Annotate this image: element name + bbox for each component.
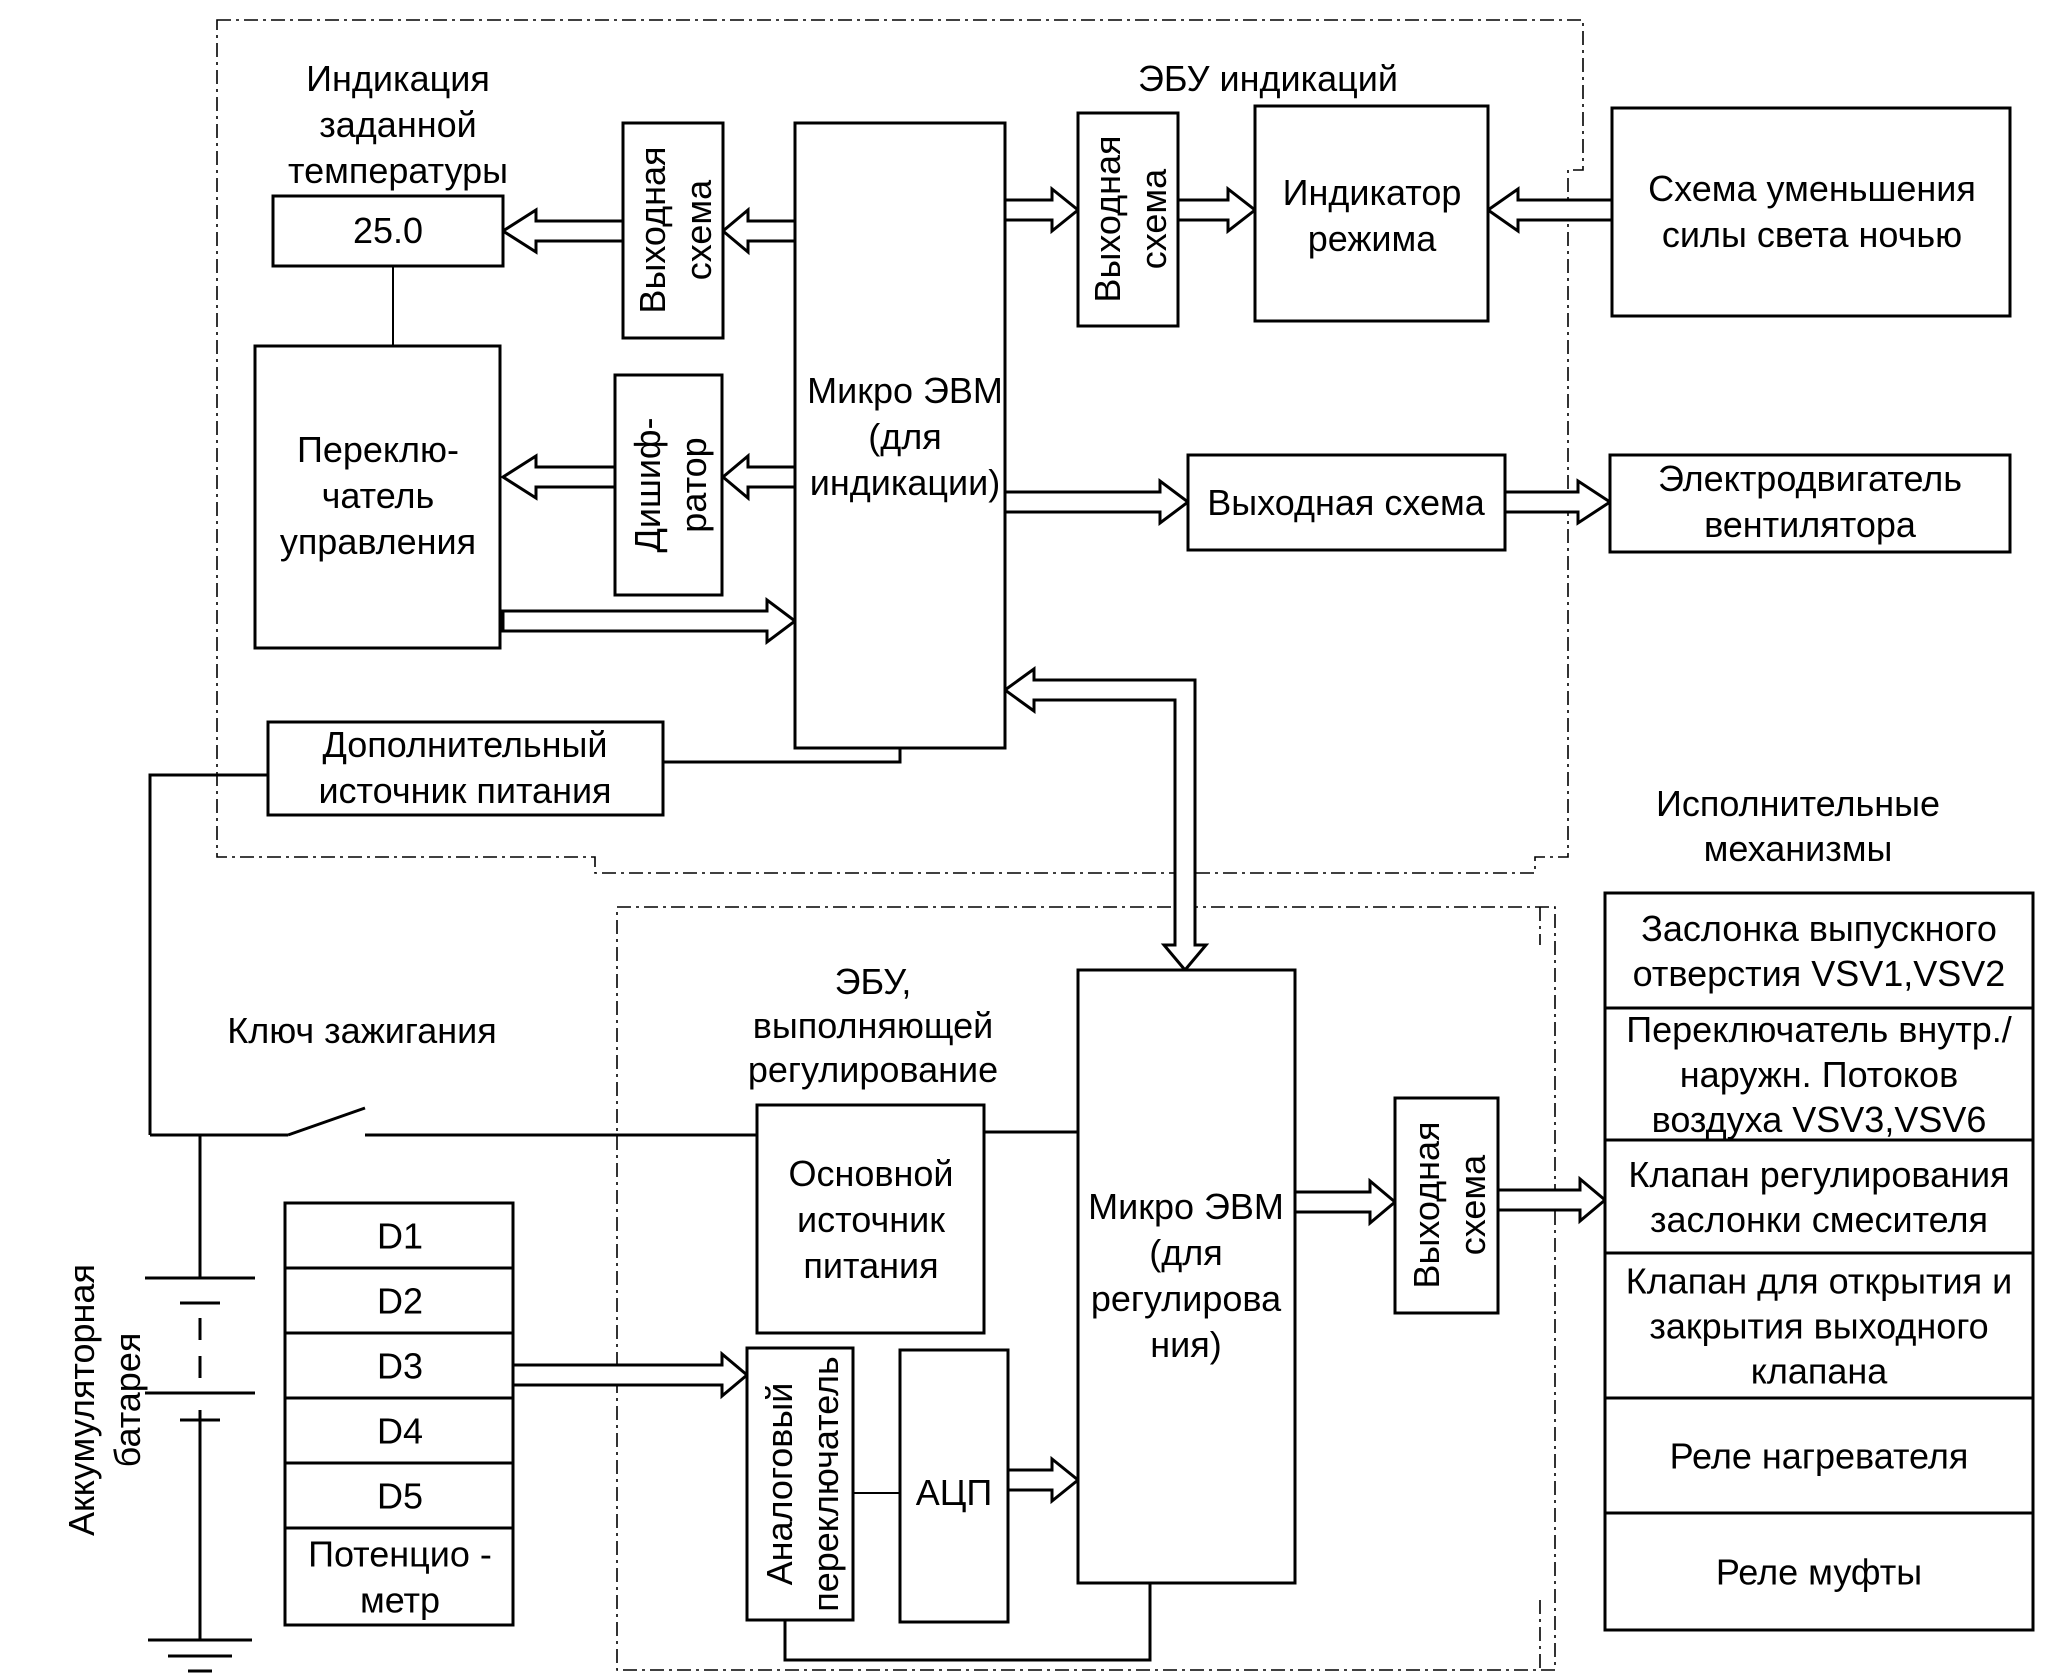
- micro-computer-display: [793, 121, 1007, 750]
- actuator-label: Реле муфты: [1716, 1552, 1922, 1593]
- sensor-cell: [283, 1396, 515, 1465]
- arrow-to-decoder: [720, 452, 797, 502]
- ecu-display-boundary: [216, 19, 1584, 874]
- adc: [898, 1348, 1010, 1624]
- micro-computer-control: [1076, 968, 1297, 1585]
- set-temp-value: 25.0: [353, 210, 423, 251]
- actuator-item: [1603, 1138, 2035, 1255]
- arrow-to-fan-output: [1003, 478, 1191, 526]
- actuator-label: Реле нагревателя: [1670, 1436, 1969, 1477]
- adc-label: АЦП: [916, 1472, 993, 1513]
- sensor-label: Потенцио -метр: [308, 1534, 492, 1621]
- arrow-to-actuators: [1496, 1175, 1608, 1225]
- ecu-display-title: ЭБУ индикаций: [1138, 58, 1398, 99]
- arrow-switch-to-micro: [501, 597, 798, 645]
- output-circuit-mode: [1076, 111, 1180, 328]
- sensor-cell: [283, 1461, 515, 1530]
- wires: [148, 266, 1152, 1662]
- arrow-to-fan-motor: [1503, 478, 1613, 526]
- sensor-label: D1: [377, 1216, 423, 1257]
- actuator-item: [1603, 1396, 2035, 1515]
- arrow-d3-to-analog-switch: [511, 1350, 750, 1400]
- sensor-label: D4: [377, 1411, 423, 1452]
- ignition-key-label: Ключ зажигания: [227, 1010, 497, 1051]
- aux-power-supply: [266, 720, 665, 817]
- output-circuit-temp: [621, 121, 725, 340]
- output-circuit-fan-label: Выходная схема: [1207, 482, 1485, 523]
- arrow-to-output-mode: [1003, 185, 1081, 235]
- decoder: [613, 373, 724, 597]
- sensor-cell: [283, 1331, 515, 1400]
- arrow-to-output-left: [720, 206, 797, 256]
- main-power-supply: [755, 1103, 986, 1335]
- sensor-label: D3: [377, 1346, 423, 1387]
- decoder-label: Дишиф-ратор: [627, 417, 714, 552]
- ecu-control-boundary: [616, 906, 1556, 1671]
- arrow-to-mode-indicator: [1176, 185, 1258, 235]
- output-circuit-control: [1393, 1096, 1500, 1315]
- sensor-label: D2: [377, 1281, 423, 1322]
- set-temp-display: [271, 194, 505, 268]
- arrow-dimmer-to-indicator: [1485, 186, 1614, 234]
- ground-symbol: [148, 1638, 252, 1673]
- arrow-to-temp-display: [500, 207, 625, 255]
- sensor-cell: [283, 1201, 515, 1270]
- sensor-label: D5: [377, 1476, 423, 1517]
- actuator-item: [1603, 1006, 2035, 1142]
- output-circuit-fan: [1186, 453, 1507, 552]
- battery-symbol: [145, 1276, 255, 1422]
- night-dimmer-circuit: [1610, 106, 2012, 318]
- arrow-to-control-switch: [500, 453, 617, 501]
- sensor-cell: [283, 1526, 515, 1627]
- mode-indicator: [1253, 104, 1490, 323]
- arrow-micro-to-output: [1293, 1177, 1398, 1227]
- arrow-adc-to-micro: [1006, 1455, 1081, 1505]
- actuator-item: [1603, 1511, 2035, 1632]
- arrow-micro-to-micro: [1002, 666, 1210, 973]
- fan-motor: [1608, 453, 2012, 554]
- actuator-item: [1603, 1251, 2035, 1400]
- control-switch: [253, 344, 502, 650]
- signal-arrows: [500, 185, 1614, 1505]
- analog-switch: [745, 1346, 855, 1622]
